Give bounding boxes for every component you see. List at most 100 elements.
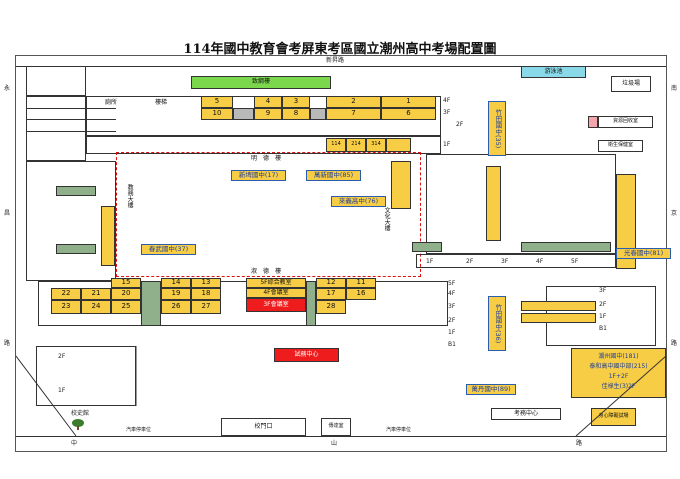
shude-label: 淑 德 樓 — [250, 267, 281, 275]
floor-5f-row: 5F — [571, 258, 579, 265]
room-5f-zonghe: 5F綜合教室 — [246, 278, 306, 288]
stair-label-1: 樓梯 — [154, 98, 167, 106]
north-1f — [86, 136, 441, 154]
tag-taihe-floors: 1F+2F — [608, 372, 629, 380]
room-24: 24 — [81, 300, 111, 314]
floor-4f-row: 4F — [536, 258, 544, 265]
green-block-east-2 — [521, 242, 611, 252]
room-114: 114 — [326, 138, 346, 152]
floor-2f-south: 2F — [448, 317, 456, 324]
block-topleft-a — [26, 66, 86, 96]
floor-row — [416, 254, 616, 268]
room-7: 7 — [326, 108, 381, 120]
block-topleft-b — [26, 96, 86, 161]
floor-1f-south: 1F — [448, 329, 456, 336]
tag-guangchun: 光春國中(81) — [616, 248, 671, 259]
room-19: 19 — [161, 288, 191, 300]
floor-2f-row: 2F — [466, 258, 474, 265]
floor-3f-north: 3F — [443, 109, 451, 116]
green-block-west-1 — [56, 186, 96, 196]
tree-icon — [72, 419, 84, 430]
east-yellow-room-3 — [616, 174, 636, 269]
room-9: 9 — [254, 108, 282, 120]
tag-wandan: 萬丹國中(89) — [466, 384, 516, 395]
tag-zhutian-36: 竹田國中(36) — [488, 296, 506, 351]
top-road-line — [16, 66, 666, 67]
floor-4f-north: 4F — [443, 97, 451, 104]
building-huanbao: 資源回收室 — [598, 116, 653, 128]
parking-2: 汽車停車位 — [386, 427, 412, 433]
room-1: 1 — [381, 96, 436, 108]
room-3: 3 — [282, 96, 310, 108]
chuandashi: 傳達室 — [321, 418, 351, 436]
tag-laiyi: 來義高中(76) — [331, 196, 386, 207]
floor-1f-se: 1F — [599, 313, 607, 320]
room-4: 4 — [254, 96, 282, 108]
room-26: 26 — [161, 300, 191, 314]
room-5: 5 — [201, 96, 233, 108]
room-1f-yellow — [386, 138, 411, 152]
green-block-south-2 — [306, 281, 316, 326]
room-3f-huiyi: 3F會議室 — [246, 298, 306, 312]
building-weisheng: 衛生保健室 — [598, 140, 643, 152]
room-15: 15 — [111, 278, 141, 288]
road-lines — [16, 346, 666, 437]
school-gate: 校門口 — [221, 418, 306, 436]
top-road-label: 新昇路 — [326, 57, 345, 64]
green-block-east-1 — [412, 242, 442, 252]
bottom-road-char-1: 中 — [71, 440, 78, 447]
left-road-char-1: 永 — [4, 85, 11, 92]
jiaowu-label: 教務大樓 — [126, 184, 134, 208]
room-27: 27 — [191, 300, 221, 314]
mingde-label: 明 德 樓 — [250, 154, 281, 162]
right-road-char-1: 南 — [671, 85, 678, 92]
building-lajichang: 垃圾場 — [611, 76, 651, 92]
room-16: 16 — [346, 288, 376, 300]
page-title: 114年國中教育會考屏東考區國立潮州高中考場配置圖 — [183, 42, 497, 57]
shiwu-center: 試務中心 — [274, 348, 339, 362]
room-20: 20 — [111, 288, 141, 300]
room-14: 14 — [161, 278, 191, 288]
tag-jialu: 佳祿生(3)2F — [601, 382, 636, 390]
tag-taihe: 泰和高中國中部(215) — [589, 362, 648, 370]
southeast-yellow-block — [571, 348, 666, 398]
floor-2f-se: 2F — [599, 301, 607, 308]
tag-zhutian-35: 竹田國中(35) — [488, 101, 506, 156]
building-zhixing-label: 致綱樓 — [251, 78, 270, 86]
campus-map-frame: 新昇路 永 昌 路 南 京 路 中 山 路 致綱樓 廁所 樓梯 5 4 3 2 … — [4, 55, 677, 452]
gray-block-north-2 — [310, 108, 326, 120]
floor-b1-se: B1 — [599, 325, 607, 332]
room-13: 13 — [191, 278, 221, 288]
room-22: 22 — [51, 288, 81, 300]
se-room-3f — [521, 301, 596, 311]
east-yellow-room-2 — [486, 166, 501, 241]
floor-2f-north: 2F — [456, 121, 464, 128]
floor-b1-south: B1 — [448, 341, 456, 348]
tag-chunwu: 春武國中(37) — [141, 244, 196, 255]
floor-4f-south: 4F — [448, 290, 456, 297]
left-road-char-2: 昌 — [4, 210, 11, 217]
room-8: 8 — [282, 108, 310, 120]
toilet-label-1: 廁所 — [104, 98, 117, 106]
building-zhixing: 致綱樓 — [191, 76, 331, 89]
room-10: 10 — [201, 108, 233, 120]
parking-1: 汽車停車位 — [126, 427, 152, 433]
green-block-south-1 — [141, 281, 161, 326]
floor-1f-north: 1F — [443, 141, 451, 148]
room-4f-huiyi: 4F會議室 — [246, 288, 306, 298]
building-youyong: 游泳池 — [521, 66, 586, 78]
bottom-road-char-3: 路 — [576, 440, 583, 447]
bottom-road-char-2: 山 — [331, 440, 338, 447]
room-214: 214 — [346, 138, 366, 152]
east-yellow-room-1 — [391, 161, 411, 209]
floor-5f-south: 5F — [448, 280, 456, 287]
room-6: 6 — [381, 108, 436, 120]
west-building — [26, 161, 116, 281]
wenhua-label: 文化大樓 — [383, 206, 391, 231]
room-2: 2 — [326, 96, 381, 108]
pink-block — [588, 116, 598, 128]
room-11: 11 — [346, 278, 376, 288]
tag-xinpi: 新埤國中(17) — [231, 170, 286, 181]
room-314: 314 — [366, 138, 386, 152]
east-building — [426, 154, 616, 254]
